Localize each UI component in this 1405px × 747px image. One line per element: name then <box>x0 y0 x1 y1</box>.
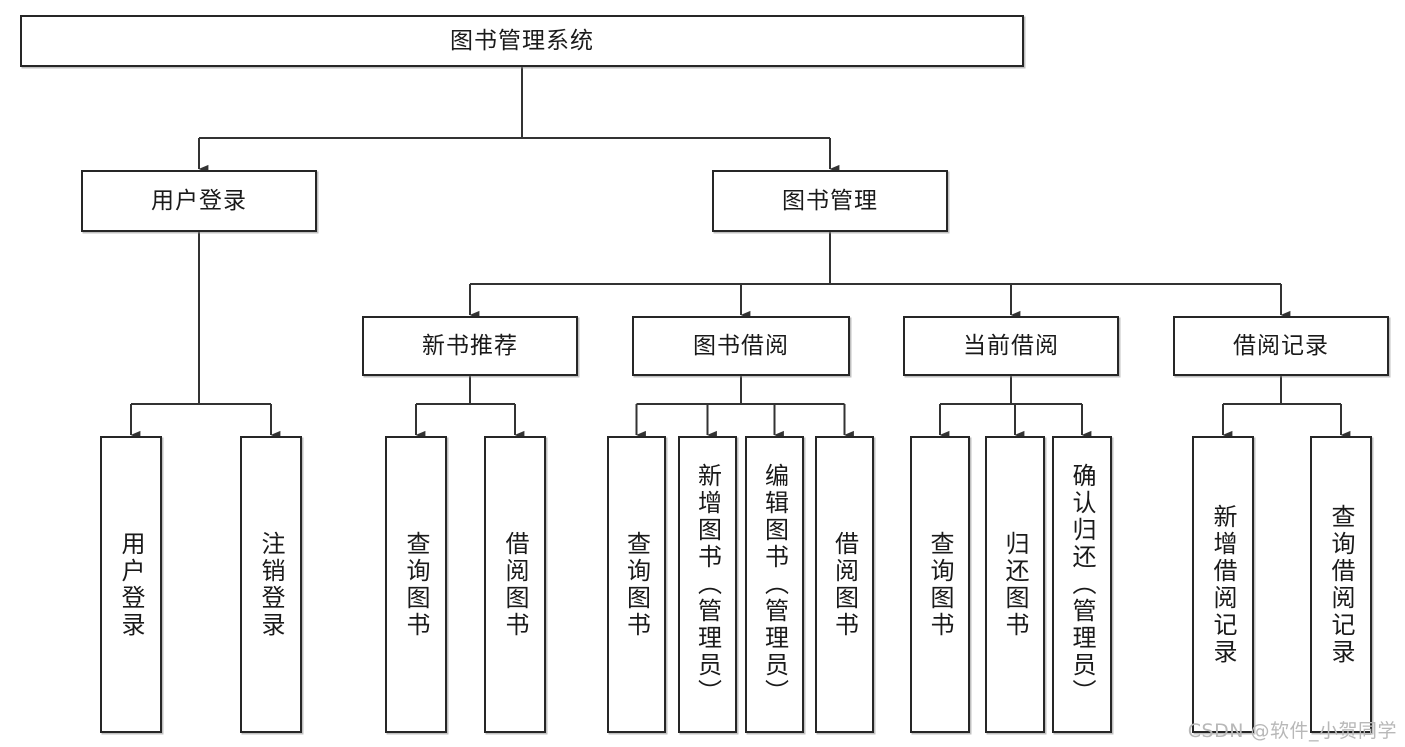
node-newbook[interactable]: 新书推荐 <box>362 316 578 376</box>
node-label-l_bo_add: 新增图书（管理员） <box>693 463 722 706</box>
node-l_bo_borrow[interactable]: 借阅图书 <box>815 436 874 733</box>
node-l_cu_conf[interactable]: 确认归还（管理员） <box>1052 436 1112 733</box>
node-l_cu_query[interactable]: 查询图书 <box>910 436 970 733</box>
node-label-l_bo_query: 查询图书 <box>622 530 651 639</box>
node-l_re_query[interactable]: 查询借阅记录 <box>1310 436 1372 733</box>
node-login[interactable]: 用户登录 <box>81 170 317 232</box>
node-l_bo_add[interactable]: 新增图书（管理员） <box>678 436 737 733</box>
node-records[interactable]: 借阅记录 <box>1173 316 1389 376</box>
node-label-root: 图书管理系统 <box>450 27 594 54</box>
node-borrow[interactable]: 图书借阅 <box>632 316 850 376</box>
node-l_bo_edit[interactable]: 编辑图书（管理员） <box>745 436 804 733</box>
node-root[interactable]: 图书管理系统 <box>20 15 1024 67</box>
node-label-bookmgmt: 图书管理 <box>782 187 878 214</box>
node-label-newbook: 新书推荐 <box>422 332 518 359</box>
node-l_nb_query[interactable]: 查询图书 <box>385 436 447 733</box>
node-label-l_cu_return: 归还图书 <box>1001 530 1029 639</box>
node-l_login[interactable]: 用户登录 <box>100 436 162 733</box>
node-l_bo_query[interactable]: 查询图书 <box>607 436 666 733</box>
node-label-l_re_add: 新增借阅记录 <box>1209 503 1237 666</box>
node-label-current: 当前借阅 <box>963 332 1059 359</box>
node-label-l_re_query: 查询借阅记录 <box>1327 503 1355 666</box>
node-label-l_nb_query: 查询图书 <box>402 530 430 639</box>
node-label-l_logout: 注销登录 <box>257 530 285 639</box>
node-label-login: 用户登录 <box>151 187 247 214</box>
node-label-l_bo_edit: 编辑图书（管理员） <box>760 463 789 706</box>
node-l_cu_return[interactable]: 归还图书 <box>985 436 1045 733</box>
node-label-l_bo_borrow: 借阅图书 <box>830 530 859 639</box>
node-label-l_cu_query: 查询图书 <box>926 530 954 639</box>
csdn-watermark: CSDN @软件_小贺同学 <box>1187 720 1397 742</box>
node-bookmgmt[interactable]: 图书管理 <box>712 170 948 232</box>
node-l_logout[interactable]: 注销登录 <box>240 436 302 733</box>
node-label-l_cu_conf: 确认归还（管理员） <box>1068 463 1096 706</box>
node-label-records: 借阅记录 <box>1233 332 1329 359</box>
node-label-borrow: 图书借阅 <box>693 332 789 359</box>
node-l_nb_borrow[interactable]: 借阅图书 <box>484 436 546 733</box>
node-current[interactable]: 当前借阅 <box>903 316 1119 376</box>
node-label-l_nb_borrow: 借阅图书 <box>501 530 529 639</box>
node-label-l_login: 用户登录 <box>117 530 145 639</box>
connector-edges <box>129 67 1351 440</box>
node-l_re_add[interactable]: 新增借阅记录 <box>1192 436 1254 733</box>
